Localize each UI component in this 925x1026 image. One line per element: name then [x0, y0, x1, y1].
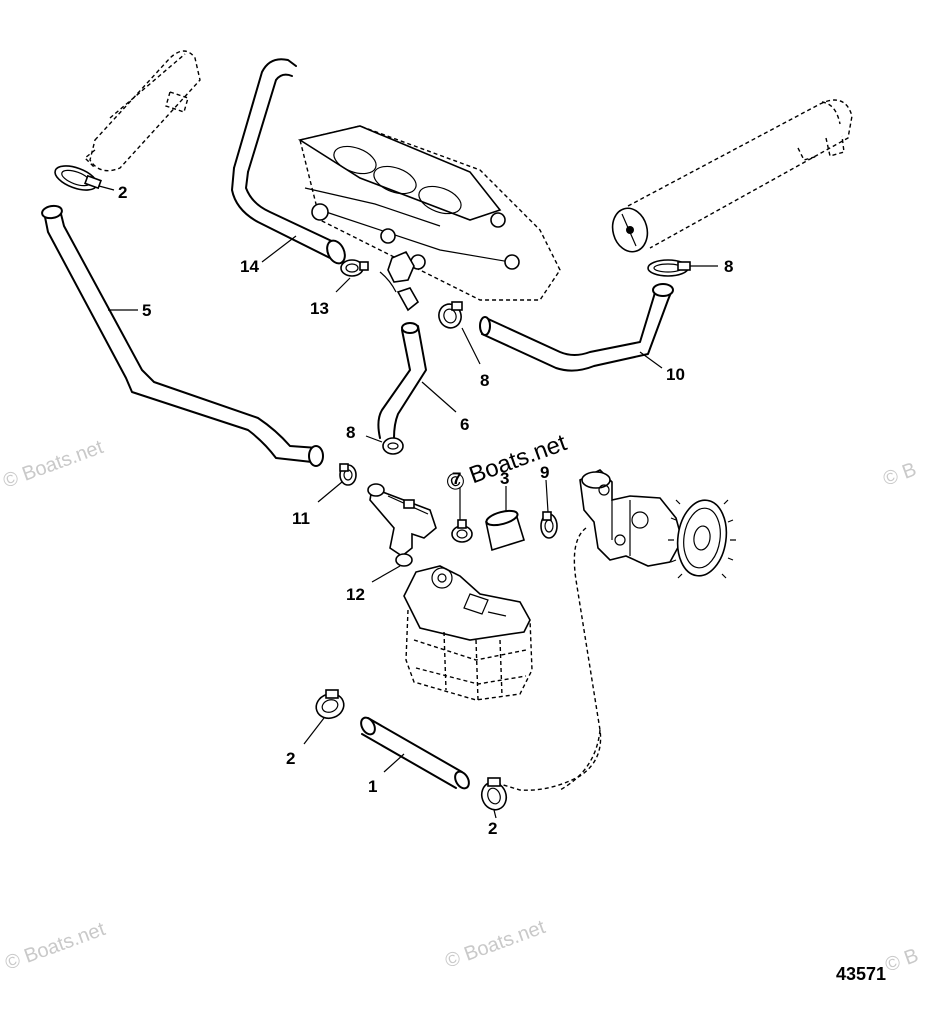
callout-2-top: 2 [118, 183, 127, 202]
callout-5: 5 [142, 301, 151, 320]
callout-10: 10 [666, 365, 685, 384]
hose-10 [479, 283, 674, 372]
watermark-left: © Boats.net [0, 436, 106, 493]
callout-12: 12 [346, 585, 365, 604]
callout-6: 6 [460, 415, 469, 434]
hose-5 [41, 204, 324, 467]
o-ring-8 [382, 437, 404, 455]
clamp-13 [340, 259, 369, 277]
callout-13: 13 [310, 299, 329, 318]
hose-14 [231, 58, 346, 265]
callout-1: 1 [368, 777, 377, 796]
callout-3: 3 [500, 469, 509, 488]
watermark-bottom-center: © Boats.net [442, 916, 548, 973]
callout-2-bottom: 2 [488, 819, 497, 838]
pump-pulley [668, 499, 736, 579]
callout-14: 14 [240, 257, 259, 276]
clamp-7 [451, 519, 473, 543]
hose-6 [377, 322, 427, 439]
ghost-pump-housing [403, 565, 533, 701]
clamp-11 [339, 463, 357, 486]
water-pump [579, 469, 736, 579]
hose-1 [360, 716, 470, 790]
callout-2-left: 2 [286, 749, 295, 768]
callout-8-center: 8 [480, 371, 489, 390]
intake-manifold [297, 125, 561, 312]
callout-8-right: 8 [724, 257, 733, 276]
hose-3 [485, 509, 525, 552]
drawing-number: 43571 [836, 964, 886, 984]
watermark-right: © B [880, 459, 919, 491]
callout-7: 7 [452, 469, 461, 488]
clamp-9 [540, 511, 558, 539]
ghost-hose-pump [499, 527, 602, 791]
watermark-bottom-right: © B [882, 945, 921, 977]
clamp-bottom-left [315, 689, 345, 720]
ghost-exhaust-pipe-right [611, 99, 853, 253]
clamp-bottom-center [480, 777, 508, 811]
callout-9: 9 [540, 463, 549, 482]
ghost-exhaust-pipe-left [83, 50, 201, 172]
callout-11: 11 [292, 509, 310, 528]
watermark-bottom-left: © Boats.net [2, 918, 108, 975]
callout-8-left: 8 [346, 423, 355, 442]
clamp-8-center [438, 301, 463, 329]
clamp-top-left [54, 165, 102, 191]
clamp-8-right [647, 259, 691, 277]
fitting-12 [367, 483, 437, 567]
